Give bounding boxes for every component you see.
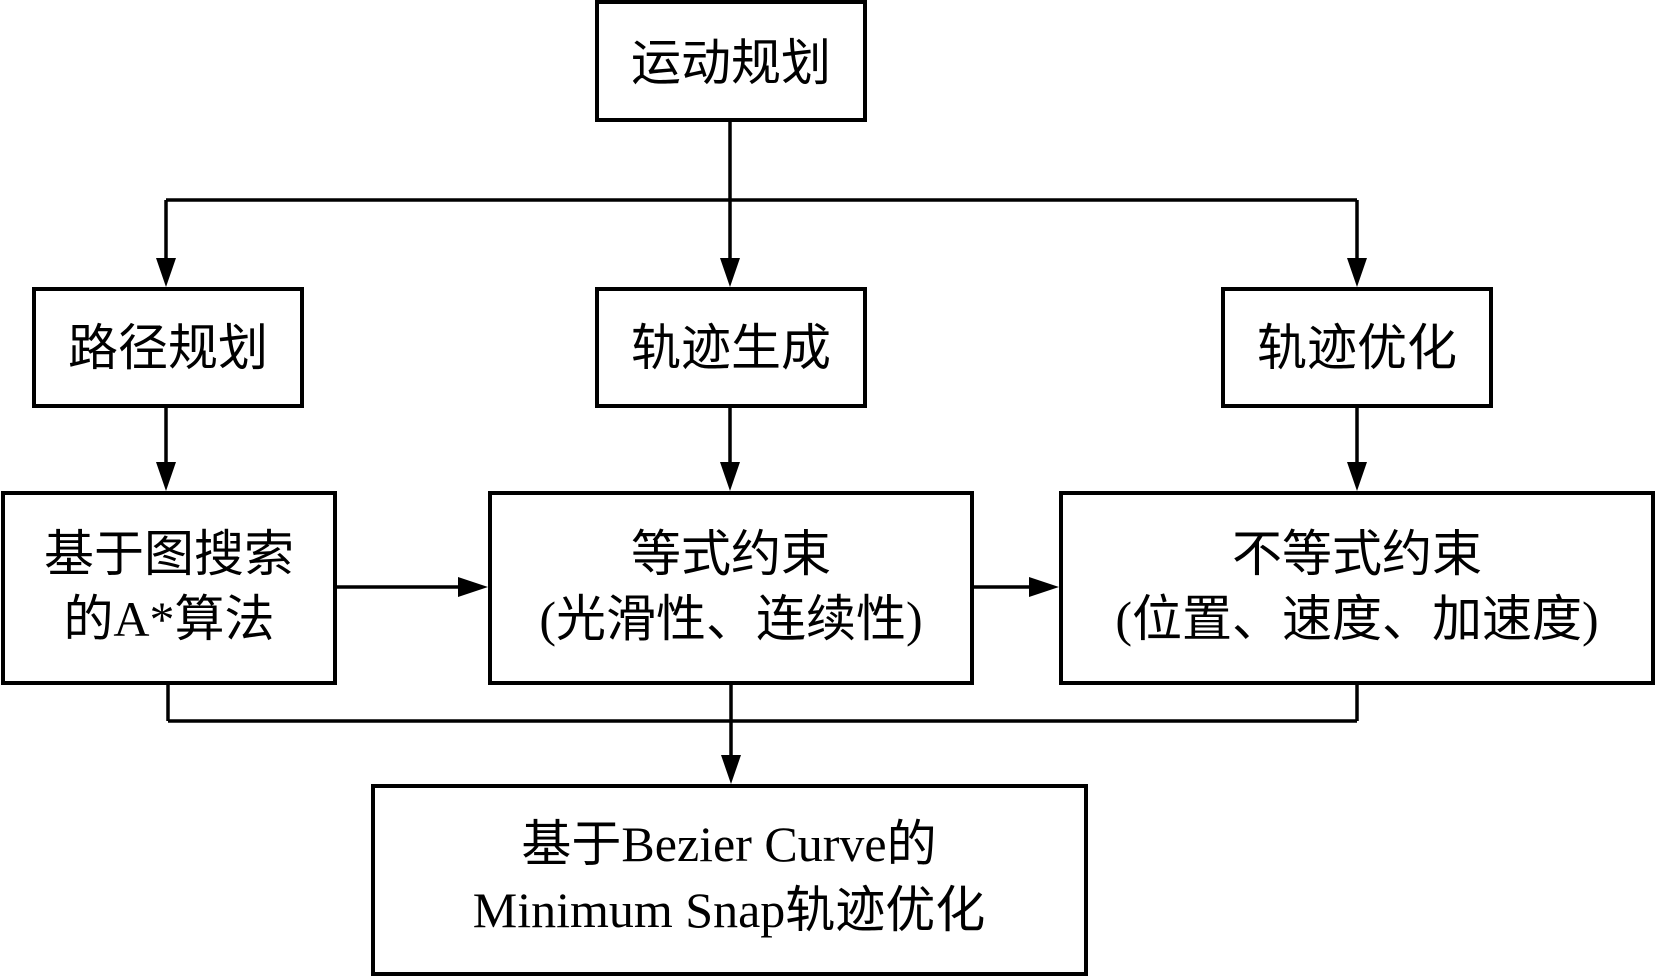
arrowhead-generation-to-equality (720, 462, 740, 491)
arrowhead-to-path-planning (156, 258, 176, 287)
node-equality-constraints: 等式约束 (光滑性、连续性) (488, 491, 974, 685)
arrowhead-to-trajectory-generation (720, 258, 740, 287)
node-path-planning: 路径规划 (32, 287, 304, 408)
node-graph-search-astar: 基于图搜索 的A*算法 (1, 491, 337, 685)
arrowhead-astar-to-equality (458, 577, 488, 597)
arrowhead-optimization-to-inequality (1347, 462, 1367, 491)
node-graph-search-astar-line1: 基于图搜索 (44, 526, 294, 582)
node-trajectory-generation: 轨迹生成 (595, 287, 867, 408)
arrowhead-to-bezier (721, 755, 741, 784)
node-bezier-minimum-snap: 基于Bezier Curve的 Minimum Snap轨迹优化 (371, 784, 1088, 976)
node-trajectory-generation-label: 轨迹生成 (631, 320, 831, 376)
node-equality-constraints-line2: (光滑性、连续性) (539, 591, 922, 647)
node-inequality-constraints-line2: (位置、速度、加速度) (1115, 591, 1598, 647)
node-motion-planning: 运动规划 (595, 0, 867, 122)
node-bezier-minimum-snap-line2: Minimum Snap轨迹优化 (473, 882, 986, 938)
node-motion-planning-label: 运动规划 (631, 35, 831, 91)
node-equality-constraints-line1: 等式约束 (631, 526, 831, 582)
arrowhead-equality-to-inequality (1029, 577, 1059, 597)
node-bezier-minimum-snap-line1: 基于Bezier Curve的 (521, 816, 936, 872)
node-inequality-constraints: 不等式约束 (位置、速度、加速度) (1059, 491, 1655, 685)
node-inequality-constraints-line1: 不等式约束 (1232, 526, 1482, 582)
arrowhead-path-to-astar (156, 462, 176, 491)
node-path-planning-label: 路径规划 (68, 320, 268, 376)
arrowhead-to-trajectory-optimization (1347, 258, 1367, 287)
connectors (156, 120, 1367, 784)
node-trajectory-optimization-label: 轨迹优化 (1257, 320, 1457, 376)
node-graph-search-astar-line2: 的A*算法 (63, 591, 274, 647)
node-trajectory-optimization: 轨迹优化 (1221, 287, 1493, 408)
